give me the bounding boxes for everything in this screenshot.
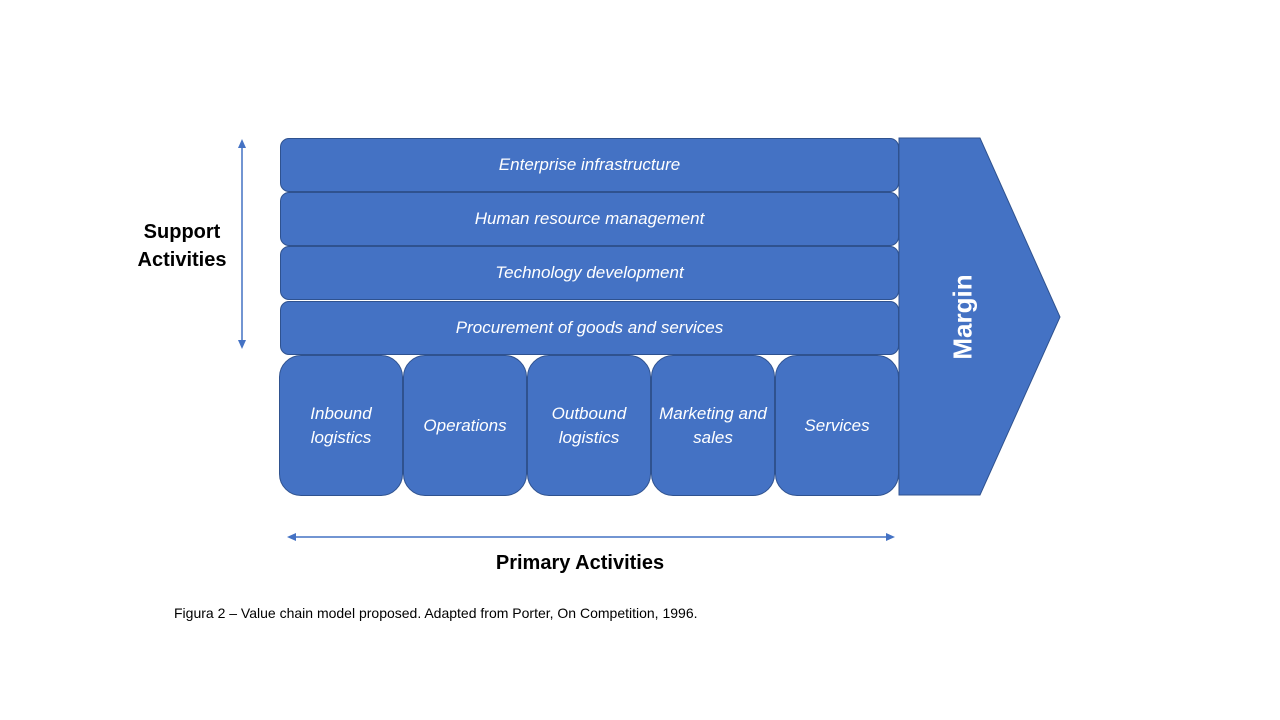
support-activities-label: Support Activities (137, 221, 227, 271)
primary-activity-label: Marketing and sales (659, 403, 767, 447)
margin-arrow-shape (898, 137, 1061, 496)
primary-activity-marketing-and-sales: Marketing and sales (651, 355, 775, 496)
primary-activity-outbound-logistics: Outbound logistics (527, 355, 651, 496)
support-activity-procurement: Procurement of goods and services (280, 301, 899, 355)
margin-label: Margin (947, 274, 978, 360)
primary-activities-arrow (287, 533, 895, 541)
support-activity-label: Enterprise infrastructure (498, 155, 681, 174)
support-activities-arrow (238, 139, 246, 349)
support-activity-label: Human resource management (474, 209, 705, 228)
support-activity-label: Technology development (495, 263, 684, 282)
primary-activity-label: Inbound logistics (310, 403, 372, 447)
primary-activity-operations: Operations (403, 355, 527, 496)
support-activity-human-resource-management: Human resource management (280, 192, 899, 246)
support-activity-enterprise-infrastructure: Enterprise infrastructure (280, 138, 899, 192)
support-activity-label: Procurement of goods and services (455, 318, 724, 337)
primary-activity-inbound-logistics: Inbound logistics (279, 355, 403, 496)
figure-caption: Figura 2 – Value chain model proposed. A… (174, 605, 698, 621)
support-activity-technology-development: Technology development (280, 246, 899, 300)
primary-activity-services: Services (775, 355, 899, 496)
primary-activities-label: Primary Activities (495, 552, 665, 574)
primary-activity-label: Services (804, 415, 870, 435)
primary-activity-label: Operations (423, 415, 507, 435)
primary-activity-label: Outbound logistics (551, 403, 627, 447)
